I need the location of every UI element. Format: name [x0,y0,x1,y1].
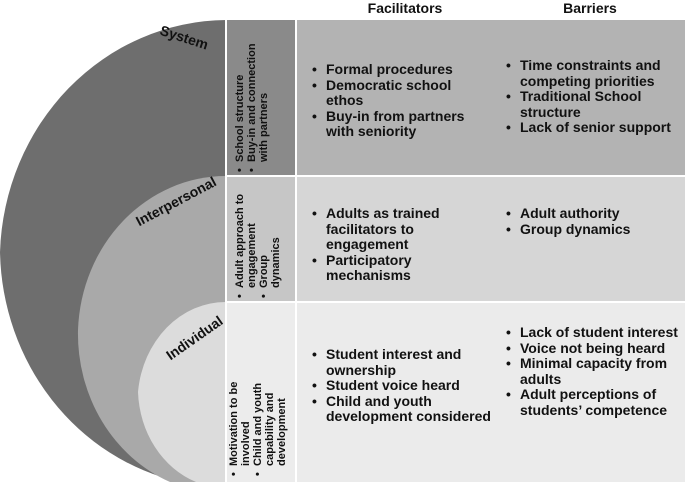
theme-item: Buy-in and connection with partners [246,34,270,172]
theme-item: School structure [234,34,246,172]
facilitator-item: Adults as trained facilitators to engage… [312,205,472,253]
barrier-item: Lack of student interest [506,324,678,341]
facilitator-item: Participatory mechanisms [312,252,472,284]
individual-facilitators: Student interest and ownership Student v… [312,346,492,425]
barrier-item: Adult authority [506,205,678,222]
facilitator-item: Buy-in from partners with seniority [312,108,488,140]
system-barriers: Time constraints and competing prioritie… [506,57,678,136]
barrier-item: Time constraints and competing prioritie… [506,57,678,89]
barrier-item: Adult perceptions of students’ competenc… [506,386,678,418]
facilitators-header: Facilitators [367,0,443,16]
interpersonal-themes: Adult approach to engagement Group dynam… [234,178,282,298]
individual-level-arc [138,301,226,482]
barriers-header: Barriers [563,0,617,16]
barrier-item: Minimal capacity from adults [506,355,678,387]
theme-item: Child and youth capability and developme… [252,356,288,476]
system-facilitators: Formal procedures Democratic school etho… [312,61,488,140]
barrier-item: Voice not being heard [506,340,678,357]
facilitator-item: Student voice heard [312,377,492,394]
interpersonal-facilitators: Adults as trained facilitators to engage… [312,205,472,284]
facilitator-item: Democratic school ethos [312,77,488,109]
facilitator-item: Student interest and ownership [312,346,492,378]
barrier-item: Lack of senior support [506,119,678,136]
facilitator-item: Formal procedures [312,61,488,78]
individual-themes: Motivation to be involved Child and yout… [228,356,288,476]
barrier-item: Traditional School structure [506,88,678,120]
facilitator-item: Child and youth development considered [312,393,492,425]
theme-item: Motivation to be involved [228,356,252,476]
individual-barriers: Lack of student interest Voice not being… [506,324,678,418]
system-themes: School structure Buy-in and connection w… [234,34,270,172]
interpersonal-barriers: Adult authority Group dynamics [506,205,678,238]
theme-item: Adult approach to engagement [234,178,258,298]
theme-item: Group dynamics [258,228,282,298]
barrier-item: Group dynamics [506,221,678,238]
